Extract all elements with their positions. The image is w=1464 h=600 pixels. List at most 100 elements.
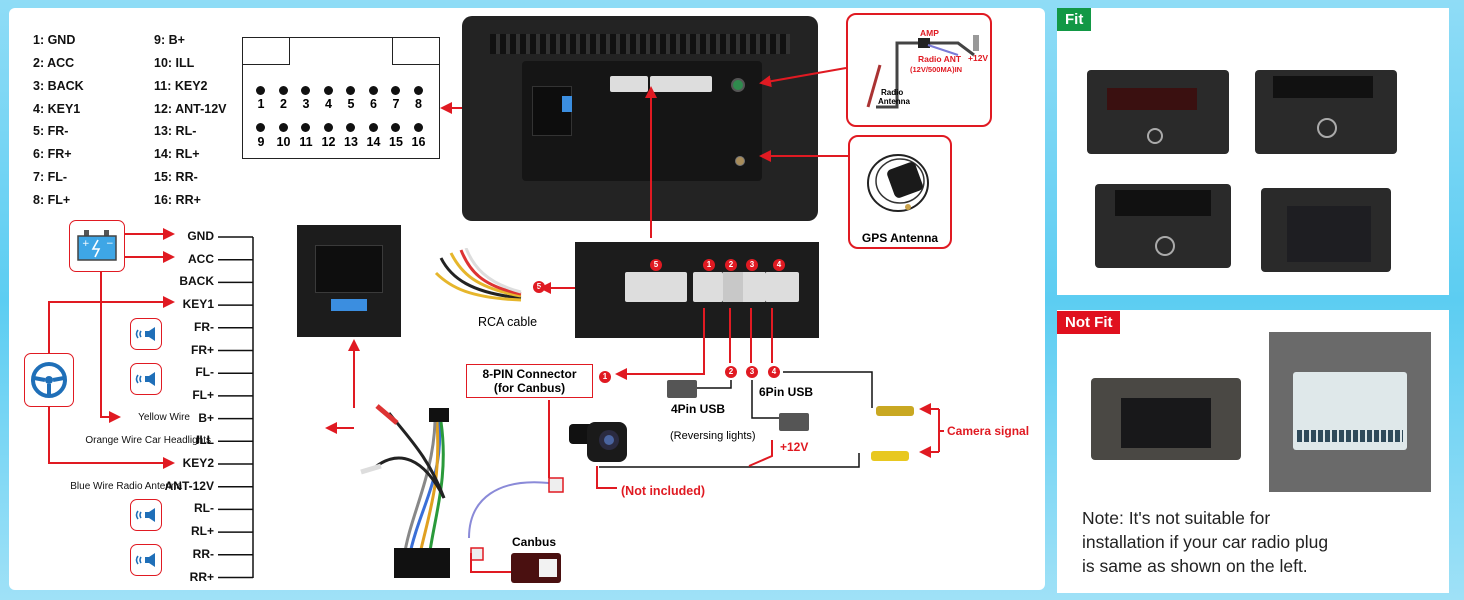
8pin-connector-label: 8-PIN Connector (for Canbus) [466,364,593,398]
speaker-box [130,318,162,350]
wire-label: RL+ [190,524,214,539]
reversing-lights-label: (Reversing lights) [670,430,756,442]
note-line: is same as shown on the left. [1082,556,1308,576]
pin-label: 15: RR- [154,170,198,184]
speaker-icon [135,553,155,567]
usb-4pin-icon [667,380,697,398]
wire-label: RR+ [189,569,214,584]
radio-ant-spec: (12V/500MA)IN [910,65,963,74]
amp-label: AMP [920,28,939,38]
multi-port [610,76,648,92]
compatible-radio-3 [1095,184,1231,268]
wire-label: FL+ [192,387,214,402]
pin-label: 12: ANT-12V [154,102,227,116]
pin-dot [301,86,310,95]
radio-ant-port [731,78,745,92]
pin-label: 13: RL- [154,124,197,138]
port-number-badge: 5 [650,259,662,271]
rca-plug-male [871,451,909,461]
wire-label: GND [187,229,214,243]
wiring-diagram-panel: 1: GND 2: ACC 3: BACK 4: KEY1 5: FR- 6: … [9,8,1045,590]
orange-wire-note: Orange Wire Car Headlights [85,435,211,446]
pin-dot [413,123,423,132]
port-number-badge: 1 [703,259,715,271]
pin-label: 2: ACC [33,56,75,70]
speaker-box [130,363,162,395]
fit-badge: Fit [1057,8,1092,31]
steering-box [24,353,74,407]
rca-plug-female [876,406,914,416]
svg-text:+: + [82,239,90,249]
battery-box: + − [69,220,125,272]
pin-dot [346,123,355,132]
antenna-label: Antenna [878,97,910,106]
pin-number: 16 [411,135,426,149]
speaker-icon [135,372,155,386]
pin-dot [391,123,400,132]
iso-connector-photo [297,225,401,337]
speaker-box [130,499,162,531]
pin-number: 3 [302,97,310,111]
port-number-badge: 4 [773,259,785,271]
pin-dot [278,123,288,132]
rca-number-badge: 5 [533,281,545,293]
pin-label: 6: FR+ [33,147,72,161]
pin-number: 5 [347,97,355,111]
pin-number: 9 [257,135,265,149]
plus12v-label: +12V [968,53,989,63]
incompatible-plug-photo [1269,332,1431,492]
pin-dot [391,86,400,95]
camera-signal-label: Camera signal [947,424,1030,438]
antenna-label: Radio [881,88,904,97]
rca-cable-illustration [434,248,522,302]
plus12-line [748,440,773,467]
pin-dot [256,86,265,95]
pin-label: 10: ILL [154,56,195,70]
pin-label: 8: FL+ [33,193,71,207]
ports-closeup-photo: 5 1 2 3 4 [575,242,819,338]
pin-dot [368,86,378,95]
pin-number: 10 [276,135,291,149]
plus12v-label: +12V [780,440,809,454]
pin-number: 8 [415,97,422,111]
fit-panel: Fit [1057,8,1449,295]
gps-label: GPS Antenna [861,231,939,245]
compatible-radio-2 [1255,70,1397,154]
note-line: Note: It's not suitable for [1082,508,1271,528]
gps-port [735,156,745,166]
not-fit-note: Note: It's not suitable for installation… [1082,506,1328,578]
wire-label: RL- [194,501,214,516]
pin-label: 16: RR+ [154,193,201,207]
bplus-arrow [100,272,121,423]
connector-key-tab [392,37,440,65]
speaker-icon [135,508,155,522]
steering-wheel-icon [31,362,67,398]
antenna-cable-illustration [866,35,979,109]
wire-label: ILL [196,433,214,448]
blue-wire-note: Blue Wire Radio Antenna [70,481,182,492]
wire-label: KEY2 [182,456,214,470]
pin-number: 13 [344,135,358,149]
wire-label: FL- [195,365,214,380]
connector-key-tab [242,37,290,65]
port-number-badge: 3 [746,366,758,378]
wire-label: RR- [192,546,214,561]
battery-icon: + − [77,230,117,261]
usb-6pin-icon [779,413,809,431]
usb-6pin-label: 6Pin USB [759,385,814,399]
wire-label: BACK [179,274,214,289]
pin-label: 4: KEY1 [33,102,81,116]
speaker-icon [135,327,155,341]
radio-antenna-callout: AMP Radio ANT (12V/500MA)IN +12V Radio A… [846,13,992,127]
pin-dot [256,123,265,132]
pin-dot [301,123,310,132]
pin-number: 2 [280,97,287,111]
port-number-badge: 1 [599,371,611,383]
pin-dot [368,123,378,132]
canbus-label: Canbus [512,535,557,549]
pin-number: 1 [257,97,265,111]
radio-ant-label: Radio ANT [918,54,962,64]
wire-label: FR+ [190,342,214,357]
wire-label: ANT-12V [164,478,214,493]
